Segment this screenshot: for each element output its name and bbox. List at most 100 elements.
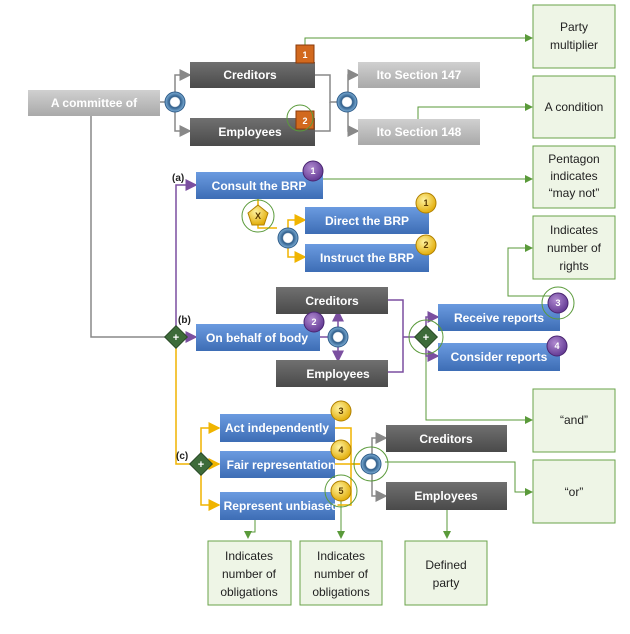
act-box: Act independently [220, 414, 335, 442]
employees-top-box: Employees [190, 118, 315, 146]
committee-label: A committee of [51, 96, 138, 110]
creditors-top-label: Creditors [223, 68, 277, 82]
employees-bot-box: Employees [386, 482, 507, 510]
note-line: indicates [550, 169, 597, 183]
purple-badge-icon: 3 [541, 286, 575, 320]
creditors-bot-label: Creditors [419, 432, 473, 446]
badge-instruct: 2 [423, 240, 428, 250]
employees-mid-box: Employees [276, 360, 388, 387]
note-line: A condition [545, 100, 604, 114]
employees-bot-label: Employees [414, 489, 478, 503]
badge-act: 3 [338, 406, 343, 416]
badge-fair: 4 [338, 445, 343, 455]
note-line: Party [560, 20, 588, 34]
badge-receive: 3 [555, 298, 560, 308]
creditors-mid-box: Creditors [276, 287, 388, 314]
purple-badge-icon: 1 [302, 160, 324, 182]
and-diamond-icon: + [188, 451, 214, 477]
yellow-badge-icon: 2 [415, 234, 437, 256]
note-line: number of [314, 567, 369, 581]
svg-text:+: + [198, 459, 204, 471]
note-defined-party: Defined party [404, 540, 488, 606]
ito148-label: Ito Section 148 [377, 125, 462, 139]
party-multiplier-icon: 2 [286, 104, 315, 132]
yellow-badge-icon: 4 [330, 439, 352, 461]
note-line: Indicates [317, 549, 365, 563]
badge-on-behalf: 2 [311, 317, 316, 327]
or-ring-icon [277, 227, 299, 249]
note-and: “and” [532, 388, 616, 453]
note-line: obligations [312, 585, 369, 599]
section-label-c: (c) [176, 451, 188, 462]
and-diamond-icon: + [163, 324, 189, 350]
note-line: Pentagon [548, 152, 599, 166]
act-label: Act independently [225, 421, 329, 435]
consider-box: Consider reports [438, 343, 560, 371]
creditors-top-box: Creditors [190, 62, 315, 88]
note-rights: Indicates number of rights [532, 215, 616, 280]
note-line: party [433, 576, 460, 590]
badge-consider: 4 [554, 341, 559, 351]
note-obligations-1: Indicates number of obligations [207, 540, 292, 606]
note-line: number of [222, 567, 277, 581]
consider-label: Consider reports [451, 350, 548, 364]
svg-text:+: + [173, 332, 179, 344]
note-or: “or” [532, 459, 616, 524]
note-line: “may not” [549, 186, 600, 200]
instruct-label: Instruct the BRP [320, 251, 414, 265]
note-line: “or” [565, 485, 584, 499]
section-label-a: (a) [172, 173, 184, 184]
yellow-badge-icon: 1 [415, 192, 437, 214]
fair-label: Fair representation [227, 458, 336, 472]
badge-unbiased: 5 [338, 486, 343, 496]
unbiased-label: Represent unbiased [224, 499, 339, 513]
note-line: rights [559, 259, 588, 273]
direct-label: Direct the BRP [325, 214, 409, 228]
receive-box: Receive reports [438, 304, 560, 331]
committee-box: A committee of [28, 90, 160, 116]
note-condition: A condition [532, 75, 616, 139]
direct-box: Direct the BRP [305, 207, 429, 234]
note-obligations-2: Indicates number of obligations [299, 540, 383, 606]
consult-box: Consult the BRP [196, 172, 323, 199]
or-ring-icon [164, 91, 186, 113]
employees-mid-label: Employees [306, 367, 370, 381]
unbiased-box: Represent unbiased [220, 492, 338, 520]
party-badge-top: 1 [302, 50, 307, 60]
ito147-label: Ito Section 147 [377, 68, 462, 82]
ito147-box: Ito Section 147 [358, 62, 480, 88]
note-pentagon: Pentagon indicates “may not” [532, 145, 616, 209]
connectors [90, 34, 558, 539]
purple-badge-icon: 4 [546, 335, 568, 357]
party-badge-bottom: 2 [302, 116, 307, 126]
creditors-bot-box: Creditors [386, 425, 507, 452]
note-line: number of [547, 241, 602, 255]
pentagon-label: X [255, 211, 261, 221]
receive-label: Receive reports [454, 311, 544, 325]
instruct-box: Instruct the BRP [305, 244, 429, 272]
note-line: Indicates [225, 549, 273, 563]
on-behalf-label: On behalf of body [206, 331, 308, 345]
creditors-mid-label: Creditors [305, 294, 359, 308]
note-line: Defined [425, 558, 466, 572]
employees-top-label: Employees [218, 125, 282, 139]
or-ring-icon [353, 446, 389, 482]
yellow-badge-icon: 5 [324, 474, 358, 508]
note-line: Indicates [550, 223, 598, 237]
purple-badge-icon: 2 [303, 311, 325, 333]
note-line: obligations [220, 585, 277, 599]
note-line: “and” [560, 413, 588, 427]
or-ring-icon [336, 91, 358, 113]
ito148-box: Ito Section 148 [358, 119, 480, 145]
badge-consult: 1 [310, 166, 315, 176]
pentagon-icon: X [241, 199, 275, 233]
section-label-b: (b) [178, 315, 191, 326]
yellow-badge-icon: 3 [330, 400, 352, 422]
consult-label: Consult the BRP [212, 179, 307, 193]
fair-box: Fair representation [220, 451, 335, 478]
badge-direct: 1 [423, 198, 428, 208]
note-party-multiplier: Party multiplier [532, 4, 616, 69]
party-multiplier-icon: 1 [295, 44, 315, 64]
on-behalf-box: On behalf of body [196, 324, 320, 351]
